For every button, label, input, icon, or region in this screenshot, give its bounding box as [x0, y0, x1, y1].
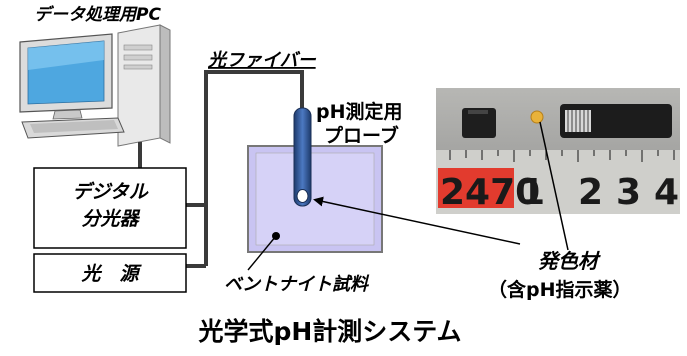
- spectrometer-label-line1: デジタル: [72, 181, 149, 203]
- fiber-cable: [138, 70, 304, 268]
- ruler-digit-4: 4: [654, 172, 679, 213]
- light-source-box: [33, 253, 187, 293]
- ruler-digit-2470: 2470: [440, 172, 540, 213]
- probe-label-line1: pH測定用: [316, 100, 403, 123]
- color-material-label: 発色材: [538, 249, 601, 273]
- color-material-dot: [530, 110, 544, 124]
- color-material-note: （含pH指示薬）: [488, 278, 632, 301]
- spectrometer-label-line2: 分光器: [81, 208, 140, 230]
- ruler-digit-2: 2: [578, 172, 603, 213]
- probe-photo: 2470 1 2 3 4: [436, 88, 680, 214]
- probe-label-line2: プローブ: [324, 124, 399, 147]
- arrow-to-probe-tip: [313, 196, 521, 245]
- data-pc-label: データ処理用PC: [34, 5, 161, 25]
- ruler-digit-3: 3: [616, 172, 641, 213]
- leader-to-dot: [539, 121, 569, 251]
- ph-probe: [293, 107, 312, 207]
- bentonite-sample-label: ベントナイト試料: [224, 274, 370, 295]
- probe-tip: [296, 189, 309, 203]
- light-source-label: 光 源: [80, 263, 142, 285]
- computer-icon: [19, 24, 171, 147]
- optical-fiber-label: 光ファイバー: [207, 50, 317, 71]
- ruler-digit-1: 1: [520, 172, 545, 213]
- spectrometer-box: [33, 167, 187, 249]
- figure-title: 光学式pH計測システム: [197, 317, 461, 346]
